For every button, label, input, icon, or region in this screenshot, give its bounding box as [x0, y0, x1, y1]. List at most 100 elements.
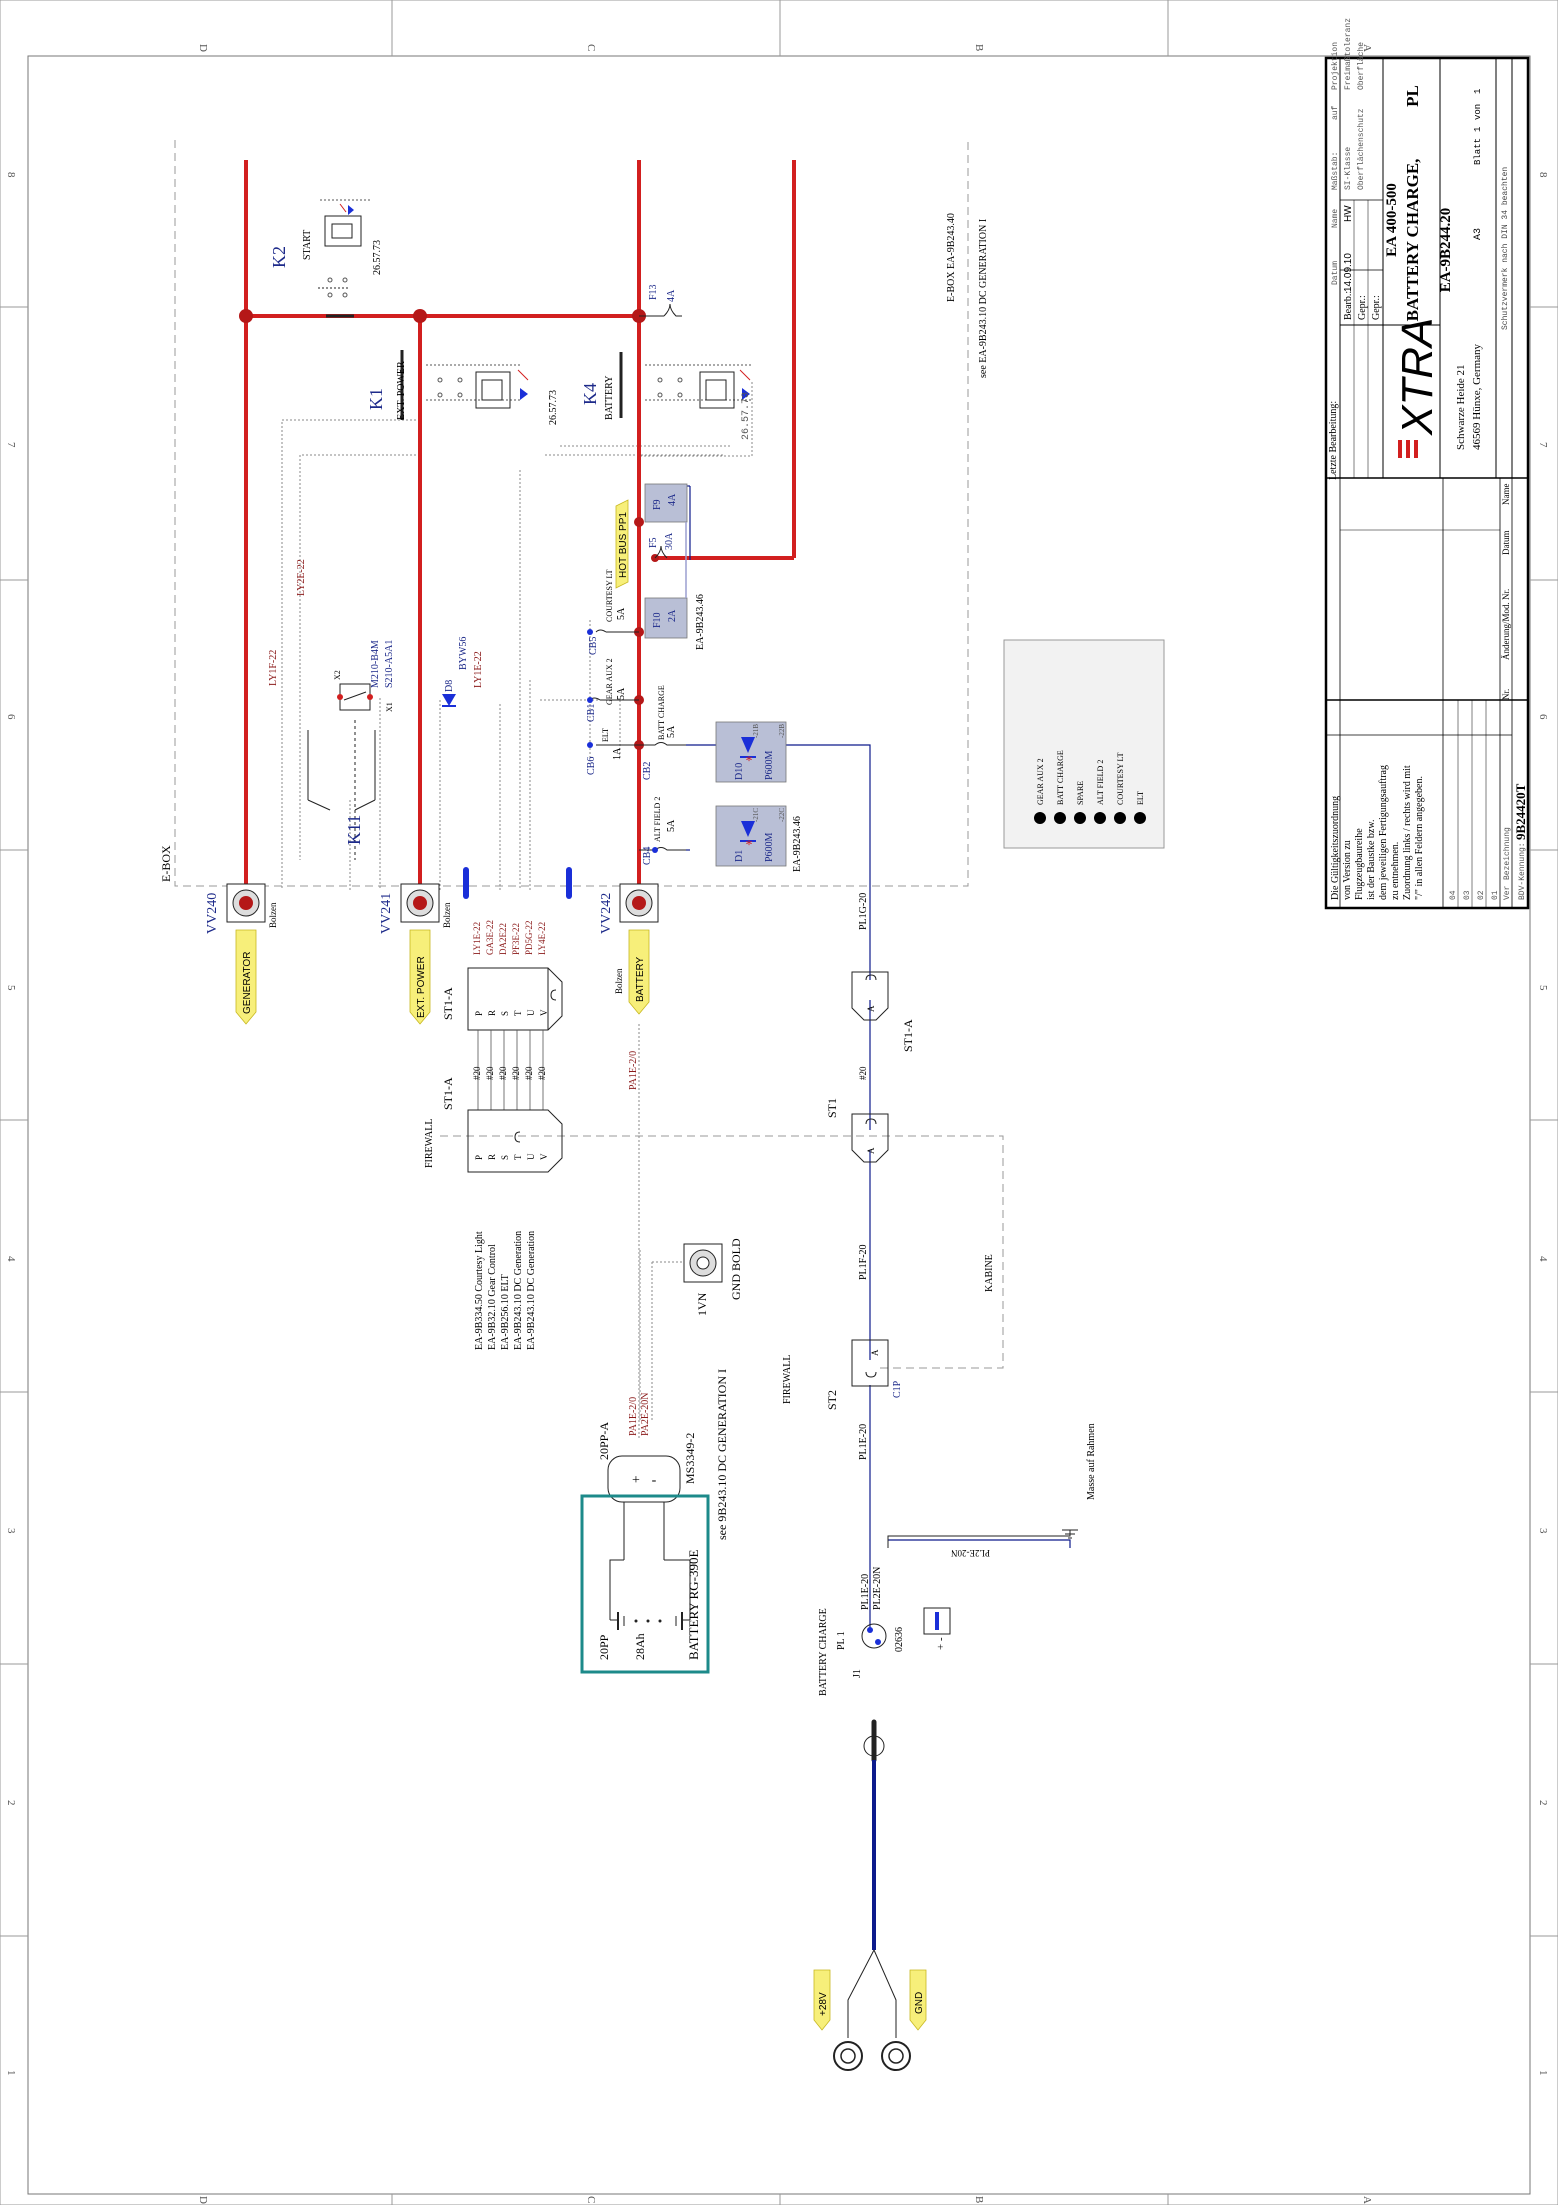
zone-num-left-8: 8 — [5, 172, 17, 178]
blue-bus-bar-2 — [566, 867, 572, 899]
kabine-label: KABINE — [984, 1254, 995, 1292]
connector-st1a-top-label: ST1-A — [441, 987, 455, 1020]
cb6-rating: 1A — [612, 747, 623, 760]
tb-rev-change: Änderung/Mod. Nr. — [1501, 589, 1511, 660]
zone-num-right-2: 2 — [1537, 1800, 1549, 1806]
zone-num-right-3: 3 — [1537, 1528, 1549, 1534]
relay-k1-function: EXT. POWER — [396, 361, 407, 420]
gauge-3: #20 — [511, 1066, 521, 1080]
legend-gear-aux-2: GEAR AUX 2 — [1036, 758, 1045, 805]
st1a-mid-pin-u: U — [526, 1153, 536, 1160]
battery-conn-name: 20PP-A — [597, 1422, 611, 1460]
tb-validity-3: ist der Baustke bzw. — [1366, 820, 1377, 900]
tb-scale-auf: auf — [1331, 105, 1340, 120]
hot-bus-label: HOT BUS PP1 — [618, 512, 629, 578]
company-logo-text: XTRA — [1393, 318, 1442, 436]
diode-d1-name: D1 — [734, 850, 745, 862]
conn-wire-2: DA2E22 — [498, 923, 508, 955]
tb-validity-4: dem jeweiligen Fertigungsauftrag — [1378, 765, 1389, 900]
charge-j1: J1 — [852, 1669, 863, 1678]
ebox-ref-see: see EA-9B243.10 DC GENERATION I — [978, 219, 989, 378]
tb-rev-name: Name — [1501, 484, 1511, 506]
relay-k11-part1: M210-B4M — [370, 640, 381, 688]
relay-k11-part2: S210-A5A1 — [384, 640, 395, 688]
conn-wire-3: PF3E-22 — [511, 923, 521, 955]
stud-vv242-name: VV242 — [599, 893, 614, 934]
breaker-dot — [652, 847, 658, 853]
diode-d8-name: D8 — [444, 680, 455, 692]
st1a-mid-pin-s: S — [500, 1155, 510, 1160]
wire-pl1e-top: PL1E-20 — [858, 1424, 869, 1460]
tb-validity-1: von Version zu — [1342, 840, 1353, 900]
zone-letter-bot-c: C — [585, 2196, 597, 2203]
connector-st1-pin: A — [866, 1147, 876, 1154]
st1a-top-pin-p: P — [474, 1011, 484, 1016]
relay-k4-function: BATTERY — [604, 376, 615, 420]
tb-bearb-date: 14.09.10 — [1343, 253, 1354, 292]
stud-vv241-sub: Bolzen — [442, 902, 452, 928]
battery-connector — [607, 1455, 681, 1560]
zone-num-left-5: 5 — [5, 985, 17, 991]
zone-letter-bot-b: B — [973, 2196, 985, 2203]
wire-pl2e-gnd: PL2E-20N — [951, 1548, 990, 1558]
tb-format: A3 — [1473, 228, 1484, 240]
st1a-top-pin-v: V — [539, 1009, 549, 1016]
ebox-label: E-BOX — [159, 845, 173, 882]
battery-conn-part: MS3349-2 — [683, 1433, 697, 1484]
xtra-logo: XTRA — [1393, 318, 1442, 458]
fuse-f9-body — [644, 483, 688, 523]
conn-wire-5: LY4E-22 — [537, 922, 547, 955]
tb-bearb-label: Bearb.: — [1343, 291, 1354, 320]
tb-title-suffix: PL — [1403, 85, 1422, 107]
zone-num-left-4: 4 — [5, 1256, 17, 1262]
tb-sheet-total: 1 — [1473, 89, 1483, 94]
relay-k1-name: K1 — [366, 388, 386, 410]
connector-wire-bundle — [477, 1030, 544, 1110]
zone-letter-top-c: C — [585, 44, 597, 51]
wire-ly1e: LY1E-22 — [473, 651, 484, 688]
diode-d10-part: P600M — [764, 750, 775, 780]
relay-k2-part: 26.57.73 — [372, 240, 383, 275]
k11-dot — [337, 694, 343, 700]
svg-text:*: * — [746, 754, 753, 769]
stud-vv242 — [619, 883, 659, 1015]
conn-wire-0: LY1E-22 — [472, 922, 482, 955]
st1a-mid-pin-t: T — [513, 1154, 523, 1160]
cb1-sub: ELT — [601, 728, 610, 742]
cb1-function: GEAR AUX 2 — [605, 658, 614, 705]
tb-rev-date: Datum — [1501, 531, 1511, 556]
st1a-top-pin-r: R — [487, 1010, 497, 1016]
battery-label-28ah: 28Ah — [633, 1633, 647, 1660]
zone-letter-top-b: B — [973, 44, 985, 51]
ref-3: EA-9B243.10 DC Generation — [513, 1231, 524, 1350]
tb-address-2: 46569 Hünxe, Germany — [1471, 343, 1483, 450]
tb-protection-note: Schutzvermerk nach DIN 34 beachten — [1501, 167, 1510, 330]
zone-num-right-5: 5 — [1537, 985, 1549, 991]
diode-d10-pin-b: -22B — [778, 724, 786, 738]
tb-rev-03: 03 — [1463, 890, 1472, 900]
stud-vv240-name: VV240 — [205, 893, 220, 934]
gnd-ivn-label: 1VN — [695, 1292, 709, 1316]
conn-wire-1: GA3E-22 — [485, 920, 495, 955]
blue-bus-bar-1 — [463, 867, 469, 899]
relay-k11-name: K11 — [344, 815, 364, 845]
connector-st2-pin: A — [870, 1349, 880, 1356]
reference-list: EA-9B334.50 Courtesy Light EA-9B32.10 Ge… — [474, 1231, 537, 1350]
ground-frame — [887, 1529, 1078, 1548]
diode-d8-part: BYW56 — [458, 637, 469, 670]
connector-st2-c1p: C1P — [892, 1380, 903, 1398]
legend-dot — [1094, 812, 1106, 824]
battery-conn-minus: - — [652, 1473, 657, 1488]
charge-pl1: PL 1 — [836, 1631, 847, 1650]
stud-vv242-sub: Bolzen — [614, 968, 624, 994]
k11-dot — [367, 694, 373, 700]
gauge-0: #20 — [472, 1066, 482, 1080]
tb-rev-02: 02 — [1477, 890, 1486, 900]
fuse-f10-body — [644, 597, 688, 639]
stud-vv242-tag: BATTERY — [635, 956, 646, 1002]
tb-header-note: Letzte Bearbeitung: — [1328, 401, 1339, 480]
fuse-f9-name: F9 — [652, 499, 663, 510]
zone-num-right-6: 6 — [1537, 714, 1549, 720]
charge-cable — [813, 1719, 927, 2071]
fuse-f10-name: F10 — [652, 612, 663, 628]
